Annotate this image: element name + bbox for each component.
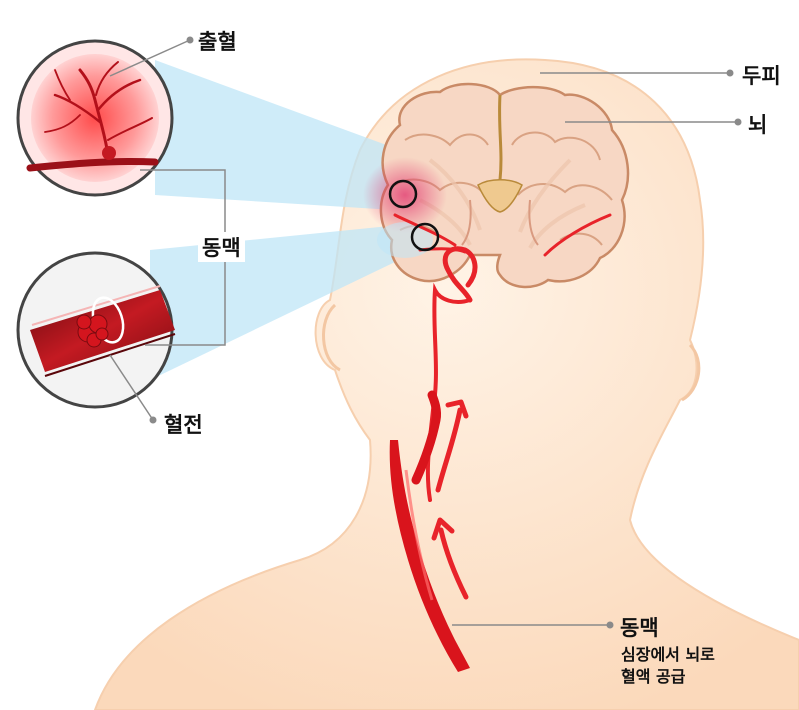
label-artery-neck-desc-2: 혈액 공급 (621, 667, 686, 686)
hemorrhage-site-marker (388, 179, 418, 209)
thrombus-site-marker (410, 222, 440, 252)
carotid-artery (389, 390, 470, 672)
label-scalp: 두피 (742, 64, 781, 88)
label-artery-left: 동맥 (198, 232, 245, 262)
magnifier-beams (150, 60, 420, 380)
label-hemorrhage: 출혈 (198, 30, 237, 54)
label-brain: 뇌 (748, 113, 768, 137)
hemorrhage-magnifier (16, 39, 174, 197)
thrombus-magnifier (16, 251, 176, 409)
blood-flow-arrows (431, 399, 469, 600)
label-artery-neck: 동맥 (620, 616, 659, 640)
leader-dots (149, 36, 742, 629)
label-thrombus: 혈전 (164, 413, 203, 437)
label-artery-neck-desc-1: 심장에서 뇌로 (621, 645, 715, 664)
